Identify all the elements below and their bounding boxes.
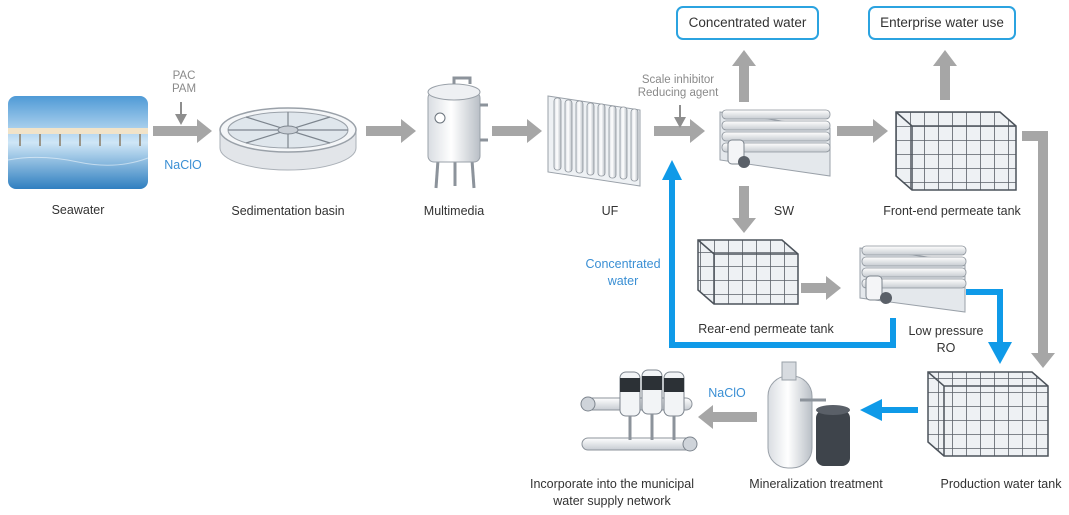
gray-arrows	[153, 50, 1055, 429]
rear-end-tank-label: Rear-end permeate tank	[698, 322, 834, 336]
naclo-label-1: NaClO	[164, 158, 202, 172]
seawater-photo	[7, 96, 149, 189]
arrow-uf-to-sw	[654, 119, 705, 143]
mineralization-image	[767, 361, 850, 469]
arrow-sedimentation-to-multimedia	[366, 119, 416, 143]
scale-inhibitor-label: Scale inhibitor	[641, 74, 715, 86]
concentrated-water-return-label: Concentrated water	[585, 257, 661, 288]
blue-arrows	[662, 160, 1012, 421]
arrow-front-end-to-production	[1022, 131, 1055, 368]
arrow-pac-dose	[175, 102, 187, 125]
front-end-tank-label: Front-end permeate tank	[883, 204, 1021, 218]
low-pressure-ro-label: Low pressure RO	[908, 324, 984, 355]
pam-label: PAM	[171, 83, 197, 95]
arrow-seawater-to-sedimentation	[153, 119, 212, 143]
municipal-label: Incorporate into the municipal water sup…	[530, 477, 694, 508]
municipal-network-image	[580, 369, 698, 452]
arrow-sw-up-to-concentrated	[732, 50, 756, 102]
uf-label: UF	[601, 204, 619, 218]
sw-label: SW	[773, 204, 795, 218]
enterprise-water-use-box: Enterprise water use	[868, 6, 1016, 40]
multimedia-image	[427, 76, 488, 189]
pac-label: PAC	[172, 70, 196, 82]
arrow-low-ro-to-production	[966, 289, 1003, 344]
sw-image	[719, 109, 831, 177]
arrow-sw-to-front-end-tank	[837, 119, 888, 143]
low-pressure-ro-image	[859, 245, 967, 313]
uf-image	[547, 95, 641, 187]
rear-end-tank-image	[697, 239, 799, 305]
arrow-sw-down-to-rear-tank	[732, 186, 756, 233]
arrow-front-end-tank-up	[933, 50, 957, 100]
arrow-scale-inhibitor-dose	[674, 105, 686, 128]
reducing-agent-label: Reducing agent	[637, 87, 719, 99]
multimedia-label: Multimedia	[423, 204, 485, 218]
concentrated-water-box: Concentrated water	[676, 6, 819, 40]
arrow-multimedia-to-uf	[492, 119, 542, 143]
sedimentation-basin-image	[219, 107, 357, 171]
production-tank-image	[927, 371, 1049, 457]
front-end-tank-image	[895, 111, 1017, 191]
arrow-concentrated-water-return	[669, 177, 896, 348]
arrow-rear-tank-to-low-ro	[801, 276, 841, 300]
seawater-label: Seawater	[51, 203, 105, 217]
naclo-label-2: NaClO	[708, 386, 746, 400]
sedimentation-basin-label: Sedimentation basin	[231, 204, 345, 218]
arrow-mineralization-to-municipal	[698, 405, 757, 429]
mineralization-label: Mineralization treatment	[749, 477, 883, 491]
production-tank-label: Production water tank	[940, 477, 1062, 491]
